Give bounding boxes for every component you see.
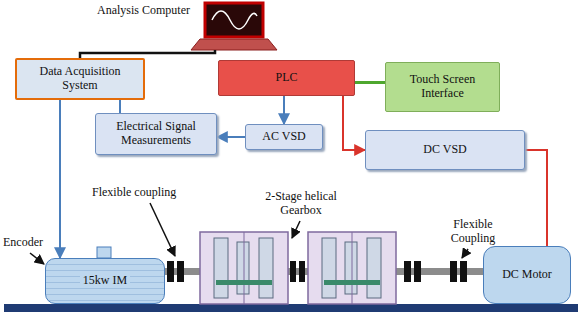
leader-arrow [150,203,175,256]
controller-box: PLC [218,60,355,96]
signal-connector [59,100,61,258]
coupling-symbol [299,261,305,282]
coupling-symbol [167,261,174,282]
box-label: PLC [275,71,297,85]
gearbox-drawing [308,232,396,304]
signal-connector [217,136,245,138]
coupling-symbol [414,261,421,282]
coupling-symbol [290,261,296,282]
laptop-icon [212,11,257,29]
gearbox-drawing [244,232,245,304]
gearbox-drawing [324,280,380,285]
laptop-icon [205,3,263,37]
induction-motor: 15kw IM [45,258,165,304]
computer-cable [80,50,215,58]
gearbox-drawing [200,232,288,304]
gearbox-drawing [308,232,396,304]
part-label: Encoder [3,236,53,250]
box-label: Touch Screen Interface [392,73,493,101]
leader-arrow [30,253,44,264]
encoder-symbol [97,247,111,258]
leader-arrow [292,221,300,238]
gearbox-drawing [259,238,273,298]
base-plate [4,304,578,312]
box-label: Data Acquisition System [23,65,137,93]
leader-arrow [462,249,468,258]
part-label: Flexible Coupling [442,218,504,246]
laptop-icon [191,39,277,50]
coupling-symbol [404,261,411,282]
gearbox-drawing [214,238,228,298]
coupling-symbol [450,261,457,282]
signal-connector [343,96,365,150]
coupling-symbol [460,261,467,282]
signal-connector [119,100,121,113]
part-label: Analysis Computer [97,4,207,18]
measurement-box: Electrical Signal Measurements [95,113,217,155]
signal-connector [525,150,547,246]
box-label: DC Motor [502,268,552,282]
leader-arrow [30,203,468,264]
signal-connector [355,81,385,84]
gearbox-drawing [200,232,288,304]
gearbox-drawing [367,238,381,298]
system-box: Data Acquisition System [15,58,145,100]
gearbox-drawing [352,232,353,304]
gearbox-drawing [322,238,336,298]
signal-connector [283,96,285,124]
encoder-symbol [97,247,111,258]
box-label: Electrical Signal Measurements [102,120,210,148]
laptop-icon [191,3,277,50]
gearbox-drawing [345,242,357,294]
interface-box: Touch Screen Interface [385,62,500,112]
gearbox-drawing [237,242,249,294]
box-label: DC VSD [423,143,466,157]
part-label: 2-Stage helical Gearbox [258,190,344,218]
box-label: 15kw IM [80,274,130,288]
coupling-symbol [177,261,184,282]
drive-box: AC VSD [245,124,323,150]
dc-motor: DC Motor [483,246,571,304]
box-label: AC VSD [262,130,305,144]
part-label: Flexible coupling [92,186,192,200]
drive-box: DC VSD [365,130,525,170]
gearbox-drawing [216,280,272,285]
